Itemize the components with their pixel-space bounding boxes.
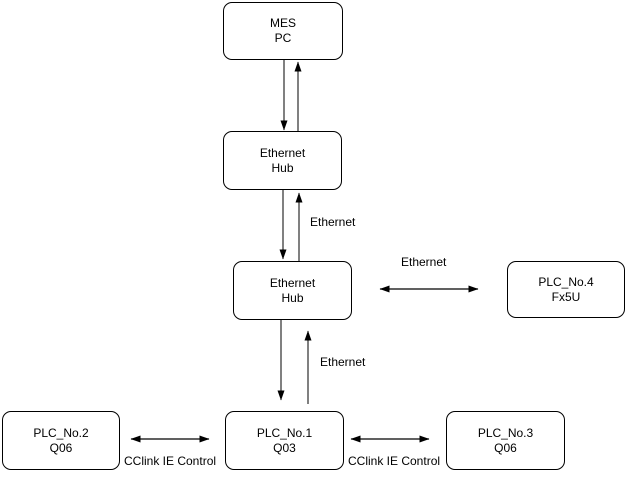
edge-label-ethernet-between-hubs: Ethernet <box>310 215 356 229</box>
node-ethernet-hub-2-line1: Ethernet <box>269 275 316 290</box>
node-mes-pc: MES PC <box>223 2 343 60</box>
node-plc-no2: PLC_No.2 Q06 <box>2 411 120 470</box>
node-plc-no1-line1: PLC_No.1 <box>256 425 313 440</box>
edge-label-ethernet-hub2-plc4: Ethernet <box>401 255 447 269</box>
edge-label-cclink-plc1-plc3: CClink IE Control <box>348 454 441 468</box>
node-plc-no3-line1: PLC_No.3 <box>477 425 534 440</box>
node-plc-no2-line2: Q06 <box>49 440 73 455</box>
edge-label-ethernet-hub2-plc1: Ethernet <box>320 355 366 369</box>
node-plc-no2-line1: PLC_No.2 <box>33 425 89 440</box>
node-mes-pc-line2: PC <box>274 31 292 45</box>
node-plc-no1-line2: Q03 <box>273 440 296 455</box>
node-ethernet-hub-1-line2: Hub <box>271 160 294 175</box>
node-plc-no3-line2: Q06 <box>494 440 517 455</box>
node-ethernet-hub-2: Ethernet Hub <box>233 261 352 320</box>
edge-label-cclink-plc2-plc1: CClink IE Control <box>124 454 217 468</box>
node-plc-no4: PLC_No.4 Fx5U <box>507 261 625 318</box>
node-plc-no4-line2: Fx5U <box>551 289 581 304</box>
node-ethernet-hub-2-line2: Hub <box>281 290 304 305</box>
node-ethernet-hub-1: Ethernet Hub <box>223 131 342 190</box>
node-ethernet-hub-1-line1: Ethernet <box>259 145 306 160</box>
node-plc-no3: PLC_No.3 Q06 <box>446 411 565 470</box>
node-mes-pc-line1: MES <box>269 16 296 30</box>
node-plc-no1: PLC_No.1 Q03 <box>225 411 344 470</box>
node-plc-no4-line1: PLC_No.4 <box>538 274 594 289</box>
